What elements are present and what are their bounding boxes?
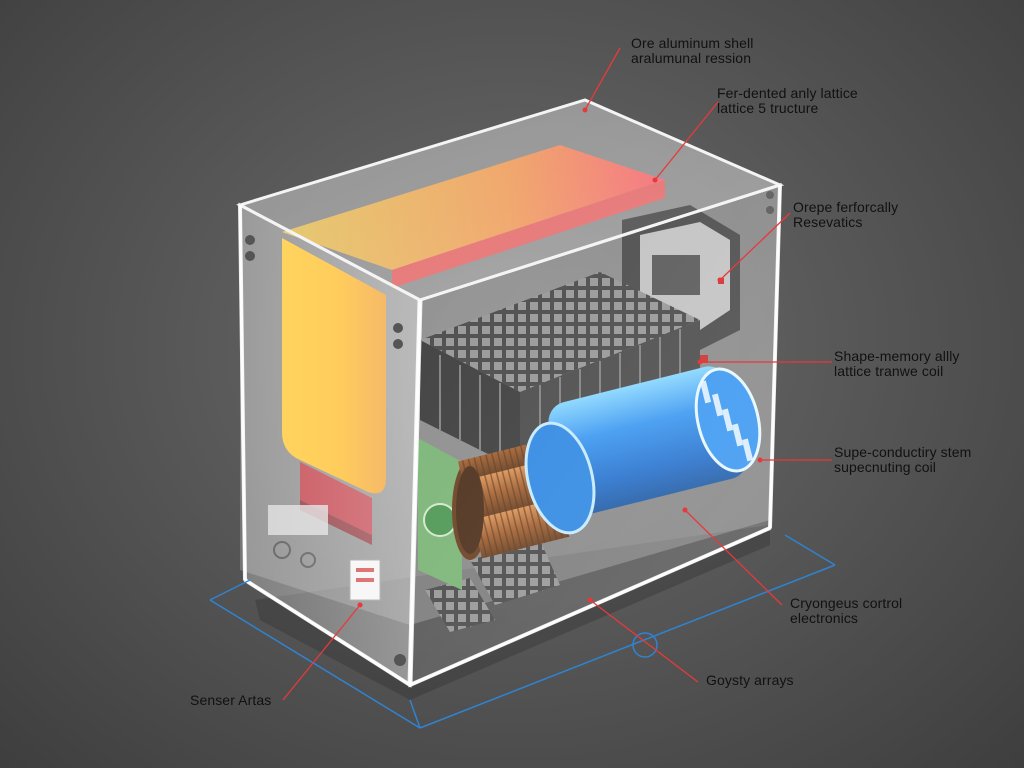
label-cryogenic-electronics: Cryongeus cortrol electronics [790, 596, 902, 626]
label-reservatics-line2: Resevatics [793, 215, 898, 230]
label-aluminum-shell-line1: Ore aluminum shell [631, 36, 753, 51]
label-superconducting-coil: Supe-conductiry stem supecnuting coil [834, 445, 971, 475]
label-reservatics-line1: Orepe ferforcally [793, 200, 898, 215]
label-sensor-arrays: Senser Artas [190, 693, 271, 708]
label-aluminum-shell: Ore aluminum shell aralumunal ression [631, 36, 753, 66]
label-shape-memory-coil-line2: lattice tranwe coil [834, 364, 960, 379]
label-superconducting-coil-line1: Supe-conductiry stem [834, 445, 971, 460]
label-reservatics: Orepe ferforcally Resevatics [793, 200, 898, 230]
label-sensor-arrays-line1: Senser Artas [190, 693, 271, 708]
aluminum-shell [240, 100, 780, 685]
label-aluminum-shell-line2: aralumunal ression [631, 51, 753, 66]
label-shape-memory-coil: Shape-memory allly lattice tranwe coil [834, 349, 960, 379]
label-gravity-arrays: Goysty arrays [706, 673, 794, 688]
label-gravity-arrays-line1: Goysty arrays [706, 673, 794, 688]
label-shape-memory-coil-line1: Shape-memory allly [834, 349, 960, 364]
label-lattice-structure: Fer-dented anly lattice lattice 5 tructu… [717, 86, 858, 116]
label-lattice-structure-line1: Fer-dented anly lattice [717, 86, 858, 101]
label-cryogenic-electronics-line1: Cryongeus cortrol [790, 596, 902, 611]
label-cryogenic-electronics-line2: electronics [790, 611, 902, 626]
label-superconducting-coil-line2: supecnuting coil [834, 460, 971, 475]
label-lattice-structure-line2: lattice 5 tructure [717, 101, 858, 116]
